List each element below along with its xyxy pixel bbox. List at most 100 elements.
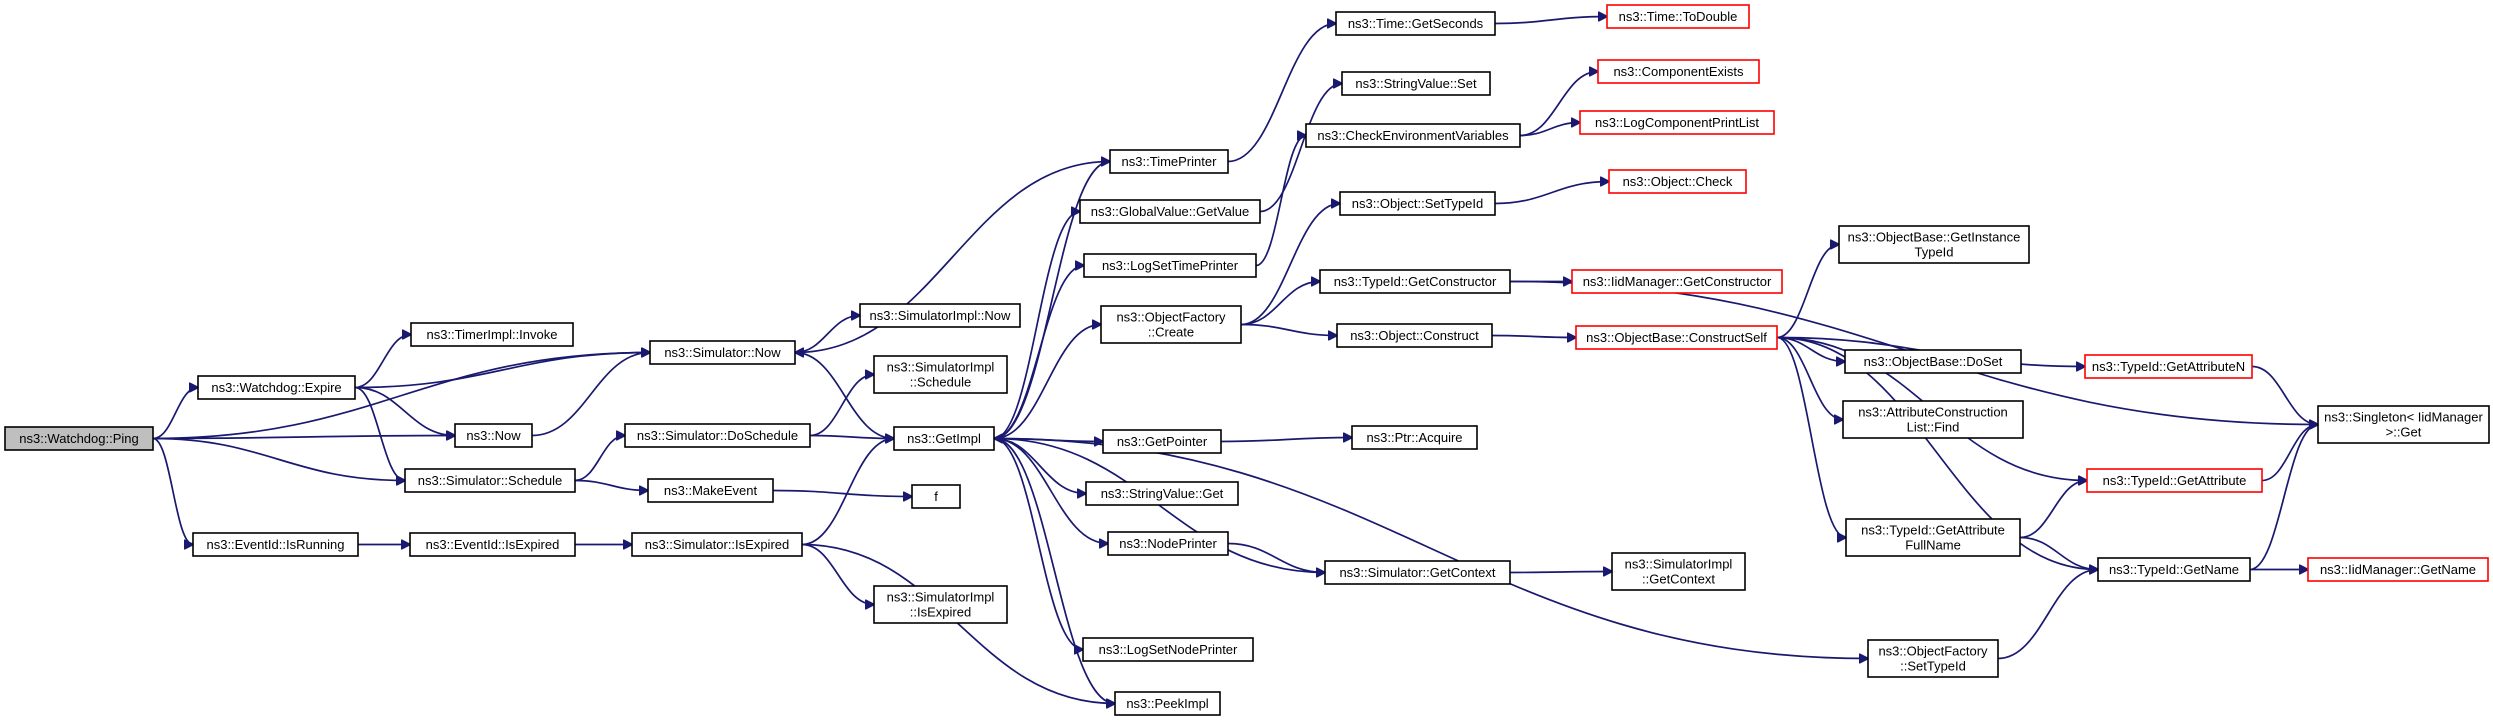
- edge-simexpired-to-getimpl: [801, 439, 894, 546]
- node-timerinvoke[interactable]: ns3::TimerImpl::Invoke: [410, 322, 574, 347]
- node-box: [1597, 59, 1760, 84]
- node-label: f: [934, 489, 938, 504]
- node-objconstruct[interactable]: ns3::Object::Construct: [1336, 323, 1493, 348]
- node-box: [647, 478, 774, 503]
- edge-makeevent-to-f: [772, 489, 912, 497]
- node-peekimpl[interactable]: ns3::PeekImpl: [1114, 691, 1221, 716]
- node-label: ns3::PeekImpl: [1126, 696, 1208, 711]
- node-now[interactable]: ns3::Now: [454, 423, 533, 448]
- node-label: ns3::EventId::IsExpired: [426, 537, 560, 552]
- node-getattrn[interactable]: ns3::TypeId::GetAttributeN: [2084, 354, 2253, 379]
- node-lognode[interactable]: ns3::LogSetNodePrinter: [1082, 637, 1254, 662]
- node-implexpired[interactable]: ns3::SimulatorImpl::IsExpired: [873, 585, 1008, 624]
- node-ptracquire[interactable]: ns3::Ptr::Acquire: [1351, 425, 1478, 450]
- node-isrunning[interactable]: ns3::EventId::IsRunning: [192, 532, 359, 557]
- node-label: ::SetTypeId: [1900, 659, 1966, 674]
- node-box: [2084, 354, 2253, 379]
- node-objcheck[interactable]: ns3::Object::Check: [1608, 169, 1747, 194]
- node-dosched[interactable]: ns3::Simulator::DoSchedule: [624, 423, 811, 448]
- node-label: ns3::ObjectFactory: [1116, 310, 1226, 325]
- node-label: ns3::Simulator::GetContext: [1339, 565, 1495, 580]
- node-box: [410, 322, 574, 347]
- node-ping[interactable]: ns3::Watchdog::Ping: [4, 426, 154, 451]
- node-getimpl[interactable]: ns3::GetImpl: [893, 426, 995, 451]
- node-box: [873, 355, 1008, 394]
- node-label: ns3::Simulator::Now: [664, 345, 781, 360]
- node-f[interactable]: f: [911, 484, 961, 509]
- edge-timeprinter-to-getseconds: [1227, 24, 1336, 163]
- edge-expire-to-simnow: [354, 353, 650, 389]
- node-todouble[interactable]: ns3::Time::ToDouble: [1606, 4, 1750, 29]
- node-logtime[interactable]: ns3::LogSetTimePrinter: [1083, 253, 1257, 278]
- node-gvget[interactable]: ns3::GlobalValue::GetValue: [1079, 199, 1261, 224]
- node-label: ::GetContext: [1642, 572, 1715, 587]
- node-box: [1838, 225, 2030, 264]
- node-label: FullName: [1905, 538, 1961, 553]
- node-label: ns3::IidManager::GetConstructor: [1583, 274, 1772, 289]
- node-box: [1579, 110, 1775, 135]
- node-label: ns3::TypeId::GetAttributeN: [2092, 359, 2245, 374]
- node-settypeid[interactable]: ns3::Object::SetTypeId: [1339, 191, 1496, 216]
- node-label: ns3::CheckEnvironmentVariables: [1317, 128, 1509, 143]
- node-svset[interactable]: ns3::StringValue::Set: [1341, 71, 1491, 96]
- node-svget[interactable]: ns3::StringValue::Get: [1085, 481, 1239, 506]
- node-box: [624, 423, 811, 448]
- node-simnow[interactable]: ns3::Simulator::Now: [649, 340, 796, 365]
- node-box: [404, 468, 576, 493]
- node-getattr[interactable]: ns3::TypeId::GetAttribute: [2086, 468, 2263, 493]
- node-getseconds[interactable]: ns3::Time::GetSeconds: [1335, 11, 1496, 36]
- node-compexists[interactable]: ns3::ComponentExists: [1597, 59, 1760, 84]
- node-implgetctx[interactable]: ns3::SimulatorImpl::GetContext: [1611, 552, 1746, 591]
- node-label: ns3::TimerImpl::Invoke: [426, 327, 557, 342]
- edge-ofcreate-to-getctor: [1240, 282, 1320, 326]
- node-label: ::IsExpired: [910, 605, 971, 620]
- node-label: ns3::Watchdog::Expire: [211, 380, 341, 395]
- node-getctor[interactable]: ns3::TypeId::GetConstructor: [1319, 269, 1511, 294]
- node-label: TypeId: [1914, 245, 1953, 260]
- node-iidgetctor[interactable]: ns3::IidManager::GetConstructor: [1571, 269, 1783, 294]
- edge-simnow-to-getimpl: [794, 351, 894, 439]
- node-simschedule[interactable]: ns3::Simulator::Schedule: [404, 468, 576, 493]
- node-box: [1608, 169, 1747, 194]
- node-expire[interactable]: ns3::Watchdog::Expire: [197, 375, 356, 400]
- node-box: [1100, 305, 1242, 344]
- node-logcomplist[interactable]: ns3::LogComponentPrintList: [1579, 110, 1775, 135]
- node-timeprinter[interactable]: ns3::TimePrinter: [1109, 149, 1229, 174]
- node-getpointer[interactable]: ns3::GetPointer: [1102, 429, 1222, 454]
- edge-dosched-to-implsched: [809, 375, 874, 437]
- edge-getattrfull-to-getattr: [2019, 481, 2087, 539]
- node-checkenv[interactable]: ns3::CheckEnvironmentVariables: [1305, 123, 1521, 148]
- node-label: ::Create: [1148, 325, 1194, 340]
- node-box: [2307, 557, 2489, 582]
- node-simgetctx[interactable]: ns3::Simulator::GetContext: [1324, 560, 1511, 585]
- node-makeevent[interactable]: ns3::MakeEvent: [647, 478, 774, 503]
- node-label: ns3::ComponentExists: [1613, 64, 1744, 79]
- node-implnow[interactable]: ns3::SimulatorImpl::Now: [859, 303, 1021, 328]
- node-implsched[interactable]: ns3::SimulatorImpl::Schedule: [873, 355, 1008, 394]
- edge-nodeprinter-to-simgetctx: [1227, 542, 1325, 573]
- node-label: >::Get: [2386, 425, 2422, 440]
- node-doset[interactable]: ns3::ObjectBase::DoSet: [1844, 349, 2022, 374]
- node-singleton[interactable]: ns3::Singleton< IidManager >::Get: [2317, 405, 2490, 444]
- edge-getpointer-to-ptracquire: [1220, 438, 1352, 442]
- node-constructself[interactable]: ns3::ObjectBase::ConstructSelf: [1575, 325, 1778, 350]
- node-label: ns3::Simulator::Schedule: [418, 473, 563, 488]
- node-getname[interactable]: ns3::TypeId::GetName: [2097, 557, 2251, 582]
- node-iidgetname[interactable]: ns3::IidManager::GetName: [2307, 557, 2489, 582]
- node-box: [1114, 691, 1221, 716]
- edge-ofcreate-to-objconstruct: [1240, 323, 1337, 336]
- edge-checkenv-to-logcomplist: [1519, 123, 1580, 137]
- edge-getattrfull-to-getname: [2019, 536, 2098, 570]
- node-ofsettypeid[interactable]: ns3::ObjectFactory::SetTypeId: [1867, 639, 1999, 678]
- edge-getimpl-to-logtime: [993, 266, 1084, 440]
- node-simexpired[interactable]: ns3::Simulator::IsExpired: [631, 532, 803, 557]
- node-box: [1571, 269, 1783, 294]
- node-ofcreate[interactable]: ns3::ObjectFactory::Create: [1100, 305, 1242, 344]
- node-nodeprinter[interactable]: ns3::NodePrinter: [1107, 531, 1229, 556]
- node-eidexpired[interactable]: ns3::EventId::IsExpired: [409, 532, 576, 557]
- node-label: ns3::AttributeConstruction: [1858, 405, 2008, 420]
